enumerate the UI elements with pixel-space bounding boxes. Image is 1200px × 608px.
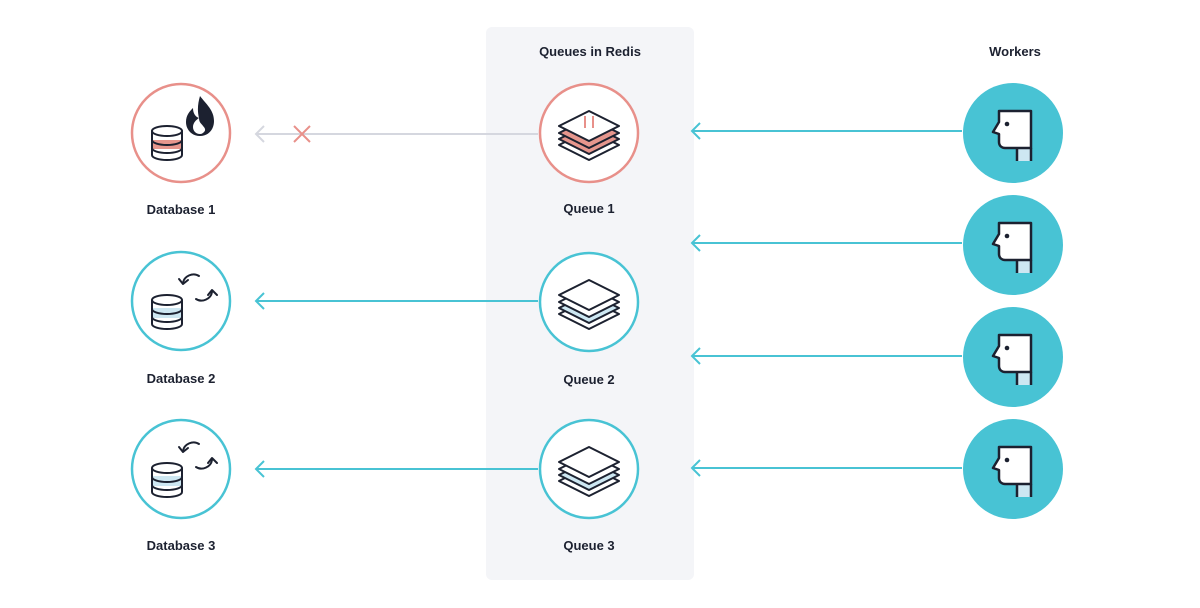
database-node [130, 82, 232, 184]
worker-arrow [690, 459, 962, 477]
stack-paused-icon [558, 110, 620, 161]
queues-panel-title: Queues in Redis [539, 44, 641, 59]
worker-node [963, 307, 1063, 407]
database-label: Database 2 [147, 371, 216, 386]
worker-head-icon [991, 221, 1033, 273]
database-label: Database 3 [147, 538, 216, 553]
worker-node [963, 419, 1063, 519]
queue-node [538, 82, 640, 184]
database-node [130, 418, 232, 520]
database-label: Database 1 [147, 202, 216, 217]
database-node [130, 250, 232, 352]
queue-node [538, 418, 640, 520]
queue-node [538, 251, 640, 353]
stack-icon [558, 446, 620, 497]
queue-arrow [254, 460, 538, 478]
worker-head-icon [991, 445, 1033, 497]
queue-label: Queue 2 [563, 372, 614, 387]
sync-arrows-icon [178, 273, 218, 302]
sync-arrows-icon [178, 441, 218, 470]
worker-head-icon [991, 333, 1033, 385]
queue-arrow [254, 292, 538, 310]
stack-icon [558, 279, 620, 330]
worker-node [963, 83, 1063, 183]
worker-arrow [690, 122, 962, 140]
workers-title: Workers [989, 44, 1041, 59]
database-sync-icon [151, 462, 183, 498]
worker-node [963, 195, 1063, 295]
database-fire-icon [151, 125, 183, 161]
queue-label: Queue 3 [563, 538, 614, 553]
worker-head-icon [991, 109, 1033, 161]
database-sync-icon [151, 294, 183, 330]
blocked-x-icon [293, 125, 311, 143]
fire-icon [186, 96, 214, 136]
worker-arrow [690, 234, 962, 252]
queue-label: Queue 1 [563, 201, 614, 216]
worker-arrow [690, 347, 962, 365]
